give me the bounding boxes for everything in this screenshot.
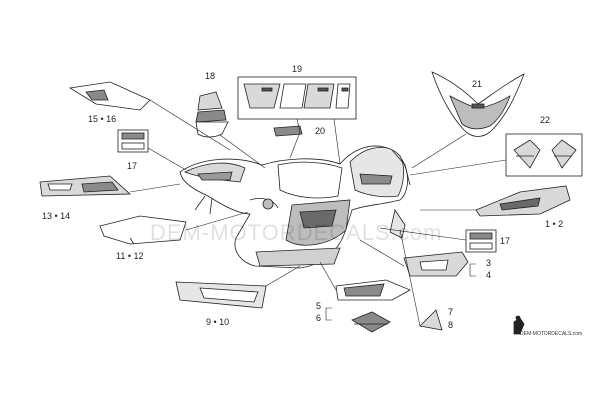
label-6: 6 bbox=[316, 313, 322, 323]
label-7: 7 bbox=[448, 307, 454, 317]
decal-17-right bbox=[465, 229, 497, 253]
dem-logo bbox=[513, 315, 525, 335]
label-1-2: 1 • 2 bbox=[545, 219, 564, 229]
label-3: 3 bbox=[486, 258, 492, 268]
label-18: 18 bbox=[205, 71, 216, 81]
label-4: 4 bbox=[486, 270, 492, 280]
decal-19 bbox=[237, 76, 357, 120]
decal-9-10 bbox=[175, 281, 267, 309]
decal-18 bbox=[195, 91, 229, 138]
decal-15-16 bbox=[68, 81, 151, 111]
label-brackets bbox=[325, 263, 476, 321]
decal-13-14 bbox=[39, 175, 132, 197]
label-19: 19 bbox=[292, 64, 303, 74]
decal-7-8 bbox=[419, 309, 443, 331]
decal-5-6 bbox=[335, 279, 411, 333]
label-11-12: 11 • 12 bbox=[116, 251, 144, 261]
label-17-right: 17 bbox=[500, 236, 511, 246]
label-20: 20 bbox=[315, 126, 326, 136]
decal-21 bbox=[431, 71, 525, 137]
label-21: 21 bbox=[472, 79, 483, 89]
label-8: 8 bbox=[448, 320, 454, 330]
decal-20 bbox=[273, 125, 303, 137]
label-17-left: 17 bbox=[127, 161, 138, 171]
label-5: 5 bbox=[316, 301, 322, 311]
label-22: 22 bbox=[540, 115, 551, 125]
label-13-14: 13 • 14 bbox=[42, 211, 71, 221]
decal-3-4 bbox=[403, 251, 469, 277]
label-9-10: 9 • 10 bbox=[206, 317, 230, 327]
leader-lines bbox=[129, 99, 507, 327]
decal-1-2 bbox=[475, 185, 571, 217]
decal-17-left bbox=[117, 129, 149, 153]
decal-22 bbox=[505, 133, 583, 177]
label-15-16: 15 • 16 bbox=[88, 114, 117, 124]
decal-11-12 bbox=[99, 215, 187, 245]
watermark-text: DEM-MOTORDECALS.com bbox=[150, 220, 443, 245]
motorcycle-body bbox=[179, 145, 411, 269]
logo-text: DEM-MOTORDECALS.com bbox=[520, 331, 583, 337]
